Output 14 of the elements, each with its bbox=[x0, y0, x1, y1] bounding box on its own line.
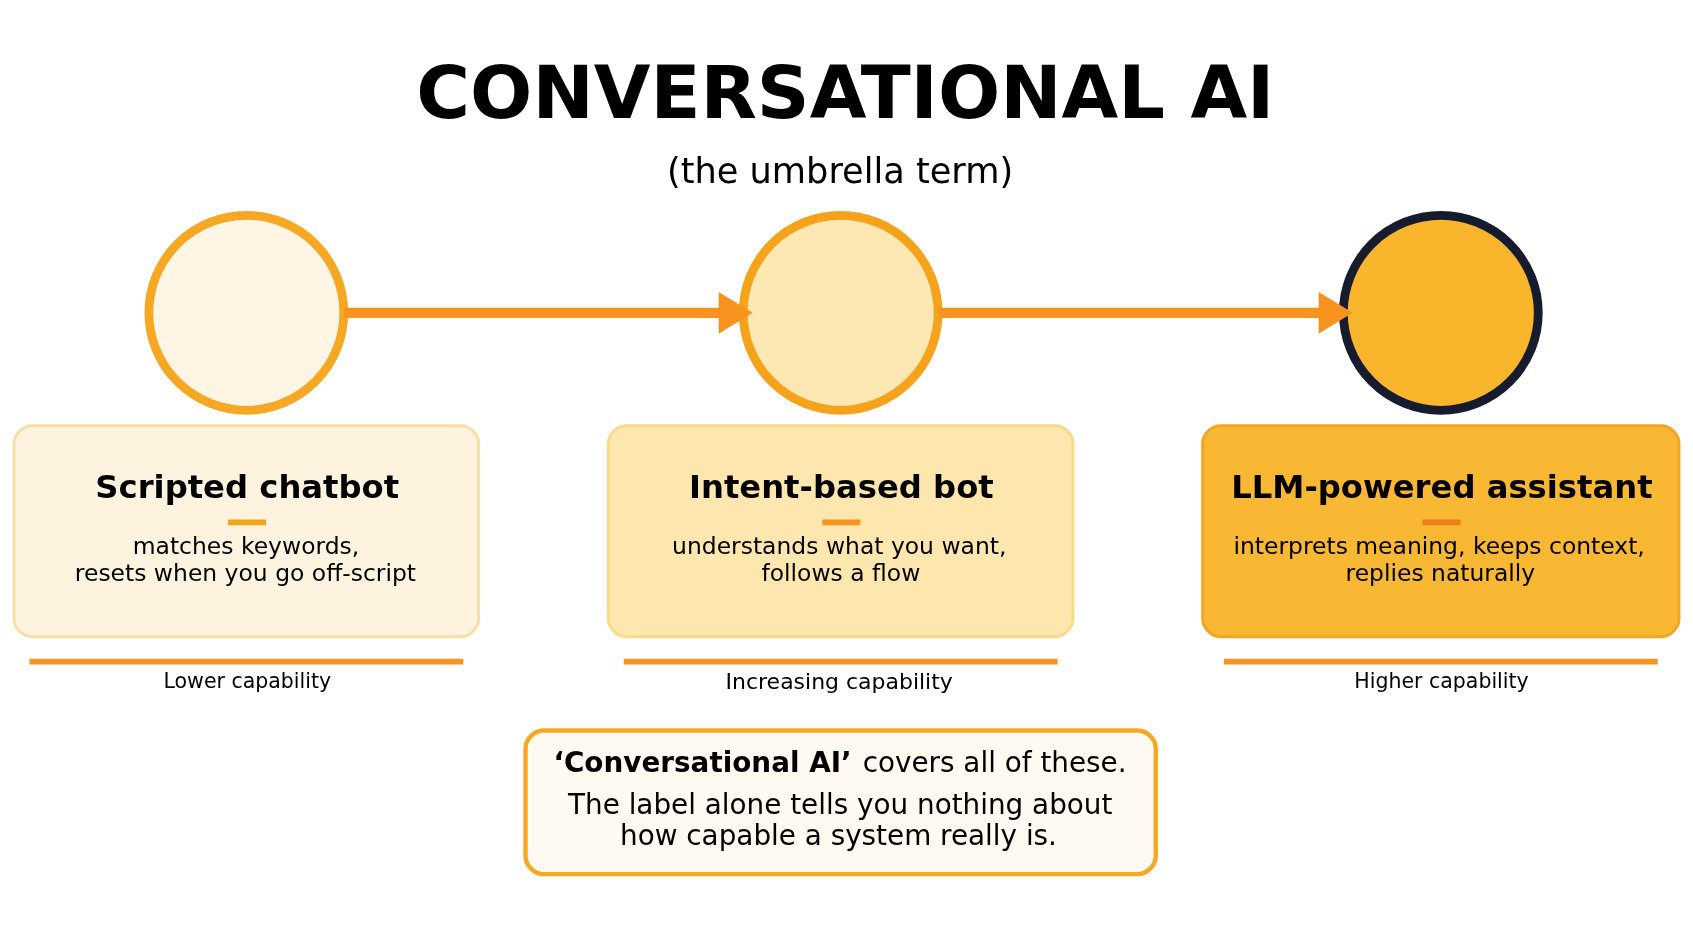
node-box: Intent-based bot understands what you want, follows a flow bbox=[606, 424, 1075, 639]
label: Lower capability bbox=[163, 669, 332, 694]
node-circle bbox=[1338, 210, 1543, 415]
node-circle bbox=[738, 210, 943, 415]
arrow bbox=[344, 292, 753, 334]
node-circle bbox=[144, 210, 349, 415]
node-box: ‘Conversational AI’ covers all of these. The label alone tells you nothing about how capable a system really is. bbox=[523, 728, 1158, 877]
label: (the umbrella term) bbox=[666, 149, 1014, 191]
node-box: LLM-powered assistant interprets meaning, keeps context, replies naturally bbox=[1201, 424, 1681, 639]
label: Increasing capability bbox=[725, 669, 953, 695]
diagram-title: CONVERSATIONAL AI bbox=[416, 49, 1275, 135]
label: Higher capability bbox=[1354, 669, 1529, 694]
node-box: Scripted chatbot matches keywords, resets when you go off-script bbox=[12, 424, 481, 639]
arrow bbox=[938, 292, 1353, 334]
